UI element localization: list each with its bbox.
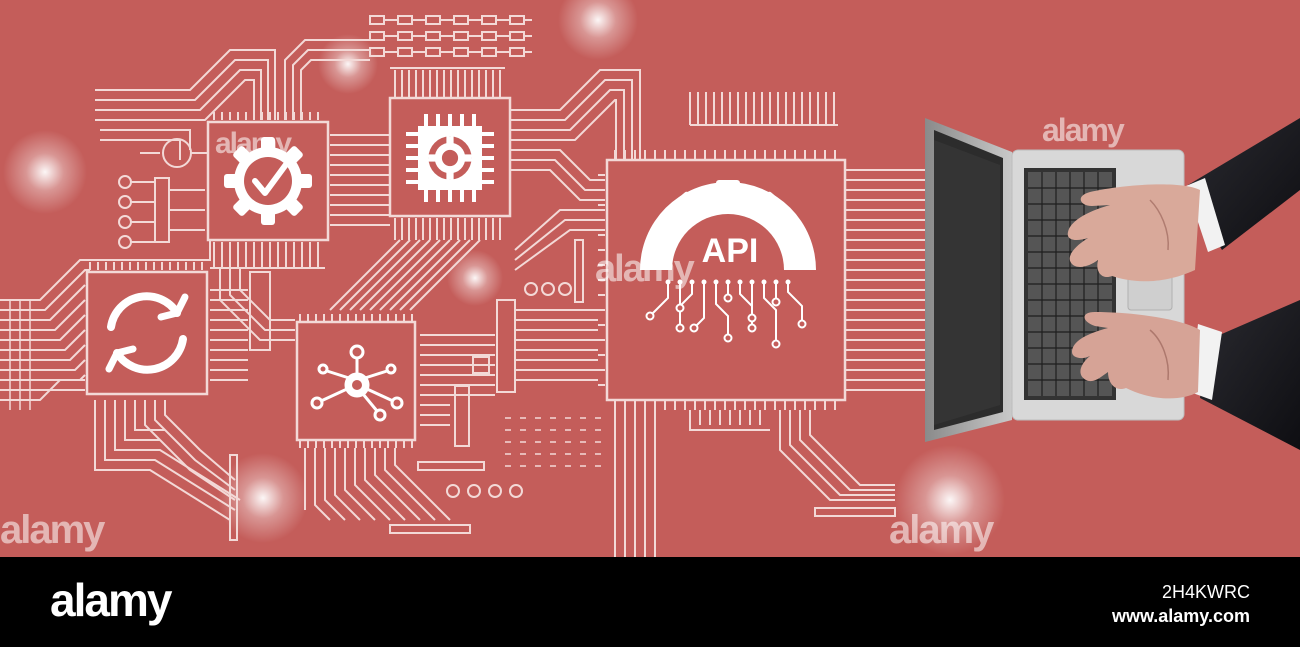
light-glow — [218, 453, 308, 543]
image-credit: 2H4KWRC www.alamy.com — [1112, 580, 1250, 628]
processor-icon — [406, 114, 494, 202]
network-hub-icon — [310, 344, 404, 422]
watermark: alamy — [595, 248, 695, 290]
typing-hands — [1067, 118, 1300, 450]
light-glow — [558, 0, 638, 60]
light-glow — [318, 34, 378, 94]
circuit-traces — [0, 15, 925, 557]
gear-check-icon — [224, 137, 312, 225]
api-gear-icon — [640, 180, 816, 349]
image-id: 2H4KWRC — [1161, 582, 1250, 602]
footer-bar — [0, 557, 1300, 647]
alamy-logo: alamy — [50, 574, 172, 626]
api-concept-photo: alamy alamy alamy alamy alamy — [0, 0, 1300, 557]
light-glow — [3, 130, 87, 214]
chip-sync — [85, 270, 209, 396]
watermark: alamy — [1042, 112, 1125, 148]
watermark: alamy — [889, 508, 994, 552]
light-glow — [895, 445, 1005, 555]
site-url: www.alamy.com — [1111, 606, 1250, 626]
watermark: alamy — [215, 127, 292, 160]
light-glow — [447, 250, 503, 306]
circuit-board-illustration — [0, 0, 1300, 557]
refresh-icon — [105, 292, 189, 374]
api-label: API — [701, 232, 759, 270]
watermark: alamy — [0, 508, 105, 552]
